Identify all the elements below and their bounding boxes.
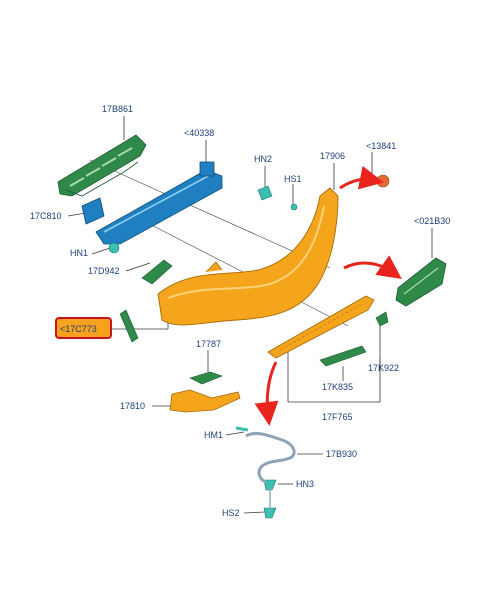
label-17906: 17906 xyxy=(320,151,345,161)
label-13841: <13841 xyxy=(366,141,396,151)
label-hs2: HS2 xyxy=(222,508,240,518)
reinforcement-beam-part xyxy=(81,161,223,245)
valance-strip-part xyxy=(267,295,375,359)
label-17b861: 17B861 xyxy=(102,104,133,114)
label-hn2: HN2 xyxy=(254,154,272,164)
label-hn1: HN1 xyxy=(70,248,88,258)
corner-extension-part xyxy=(169,389,241,413)
label-hs1: HS1 xyxy=(284,174,302,184)
label-hm1: HM1 xyxy=(204,430,223,440)
label-17c810: 17C810 xyxy=(30,211,62,221)
highlight-box xyxy=(55,317,112,339)
bumper-cover-part xyxy=(157,187,339,326)
label-17d942: 17D942 xyxy=(88,266,120,276)
label-17b930: 17B930 xyxy=(326,449,357,459)
label-021b30: <021B30 xyxy=(414,216,450,226)
label-17810: 17810 xyxy=(120,401,145,411)
construction-lines xyxy=(89,159,349,327)
part-labels: 17B861 <40338 17906 <13841 HN2 HS1 17C81… xyxy=(30,104,450,518)
label-hn3: HN3 xyxy=(296,479,314,489)
wiring-harness-part xyxy=(245,432,296,510)
label-17k835: 17K835 xyxy=(322,382,353,392)
label-17k922: 17K922 xyxy=(368,363,399,373)
direction-arrows xyxy=(254,165,402,426)
label-17c773: <17C773 xyxy=(60,324,97,334)
energy-absorber-part xyxy=(57,134,147,197)
small-green-parts xyxy=(119,259,389,385)
label-40338: <40338 xyxy=(184,128,214,138)
label-17787: 17787 xyxy=(196,339,221,349)
label-17f765: 17F765 xyxy=(322,412,353,422)
leader-lines xyxy=(67,116,433,514)
side-bracket-part xyxy=(395,257,447,307)
